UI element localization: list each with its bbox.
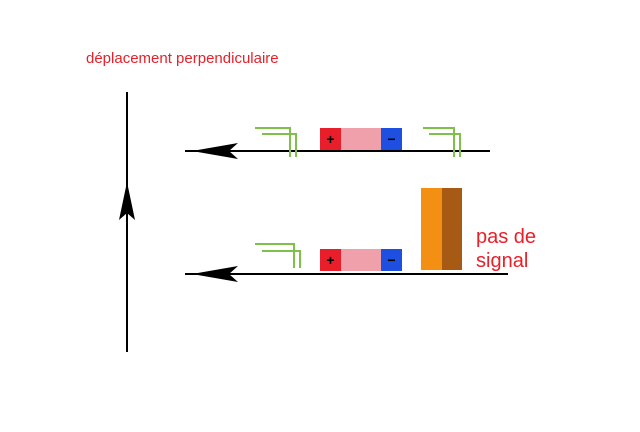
no-signal-line-2: signal	[476, 250, 529, 272]
top-magnet-plus-pole	[320, 128, 341, 150]
top-magnet-plus-sign: +	[326, 131, 334, 147]
bottom-magnet: + −	[320, 249, 402, 271]
bottom-magnet-minus-sign: −	[387, 252, 395, 268]
bottom-field-lines	[255, 243, 301, 268]
movement-arrow	[119, 92, 135, 352]
shield-block	[421, 188, 462, 270]
bottom-track-arrowhead	[192, 266, 238, 282]
bottom-magnet-minus-pole	[381, 249, 402, 271]
top-magnet-minus-pole	[381, 128, 402, 150]
no-signal-line-1: pas de	[476, 226, 537, 248]
top-field-lines-right	[423, 127, 461, 157]
top-track	[185, 143, 490, 159]
top-magnet-minus-sign: −	[387, 131, 395, 147]
top-track-arrowhead	[192, 143, 238, 159]
bottom-magnet-plus-sign: +	[326, 252, 334, 268]
top-field-lines-left	[255, 127, 297, 157]
top-magnet: + −	[320, 128, 402, 150]
no-signal-label: pas de signal	[476, 225, 536, 273]
shield-side	[442, 188, 462, 270]
bottom-magnet-plus-pole	[320, 249, 341, 271]
bottom-magnet-body	[341, 249, 381, 271]
shield-front	[421, 188, 442, 270]
top-magnet-body	[341, 128, 381, 150]
bottom-track	[185, 266, 508, 282]
movement-label: déplacement perpendiculaire	[86, 50, 279, 67]
